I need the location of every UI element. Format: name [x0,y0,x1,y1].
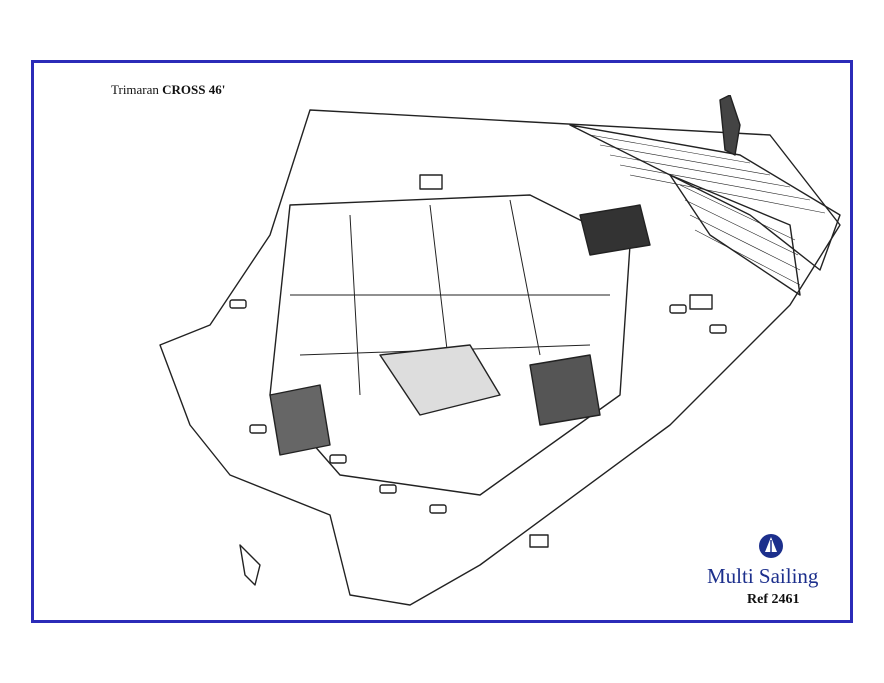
document-title: Trimaran CROSS 46' [111,82,225,98]
deck-net-aft [569,124,841,271]
deck-hatch [419,174,443,190]
hull-outline [159,109,841,606]
title-model: CROSS 46' [162,82,226,97]
multi-sailing-logo-icon [759,534,783,558]
deck-net [669,174,801,296]
deck-hatch [689,294,713,310]
reference-number: Ref 2461 [747,592,800,607]
berth [529,354,601,426]
aft-berth [269,384,331,456]
trimaran-cutaway-illustration [159,95,841,606]
page-frame [31,60,853,623]
deck-hatch [529,534,549,548]
brand-name: Multi Sailing [707,564,819,588]
title-prefix: Trimaran [111,82,159,97]
bow-tip [719,95,741,156]
saloon-floor [379,344,501,416]
forward-hatch [579,204,651,256]
